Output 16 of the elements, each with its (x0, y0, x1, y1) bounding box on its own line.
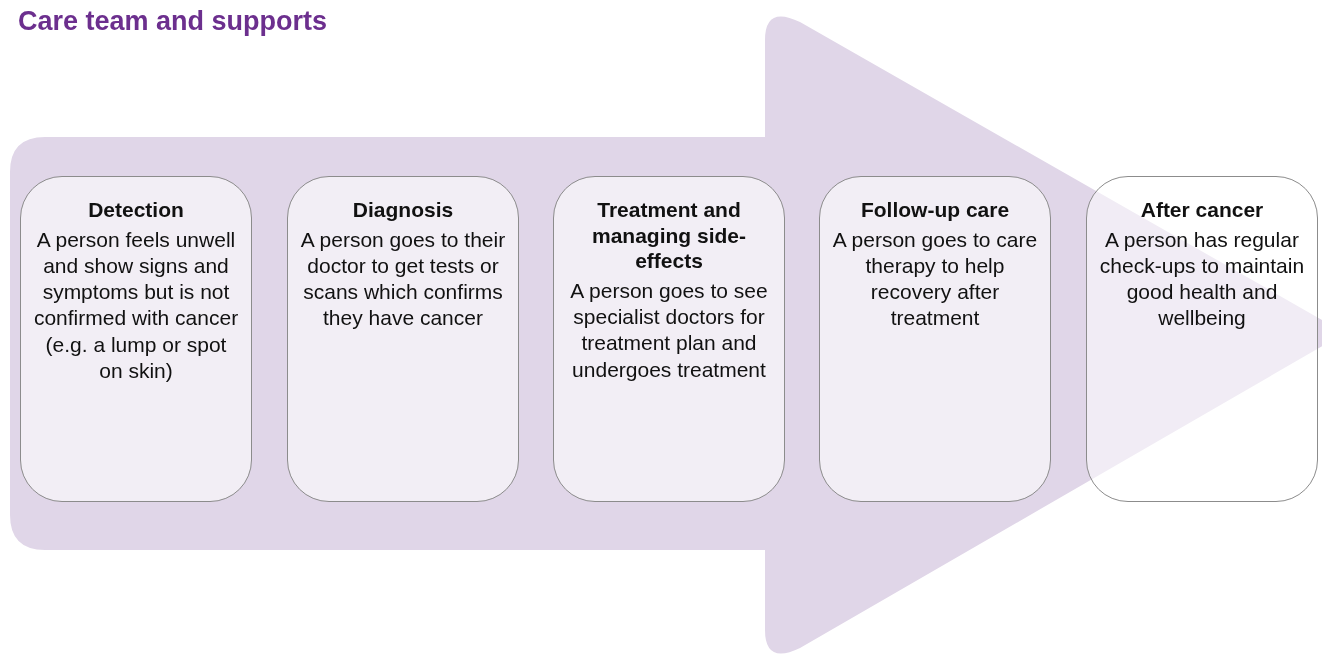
stage-heading: Detection (87, 197, 185, 223)
stage-description: A person feels unwell and show signs and symptoms but is not confirmed with cancer (e.g. a lump or spot on skin) (32, 226, 240, 384)
stage-heading: After cancer (1139, 197, 1265, 223)
stage-card (20, 176, 252, 502)
stage-heading: Diagnosis (351, 197, 455, 223)
title: Care team and supports (18, 6, 328, 37)
stage-card (287, 176, 519, 502)
stage-card (1086, 176, 1318, 502)
stage-description: A person goes to care therapy to help recovery after treatment (831, 226, 1039, 332)
stage-card (553, 176, 785, 502)
stage-heading: Treatment and managing side-effects (591, 197, 747, 274)
stage-description: A person goes to see specialist doctors for treatment plan and undergoes treatment (569, 277, 769, 383)
stage-description: A person goes to their doctor to get tests or scans which confirms they have cancer (299, 226, 507, 332)
stage-description: A person has regular check-ups to maintain good health and wellbeing (1098, 226, 1306, 332)
stage-heading: Follow-up care (859, 197, 1011, 223)
stage-card (819, 176, 1051, 502)
